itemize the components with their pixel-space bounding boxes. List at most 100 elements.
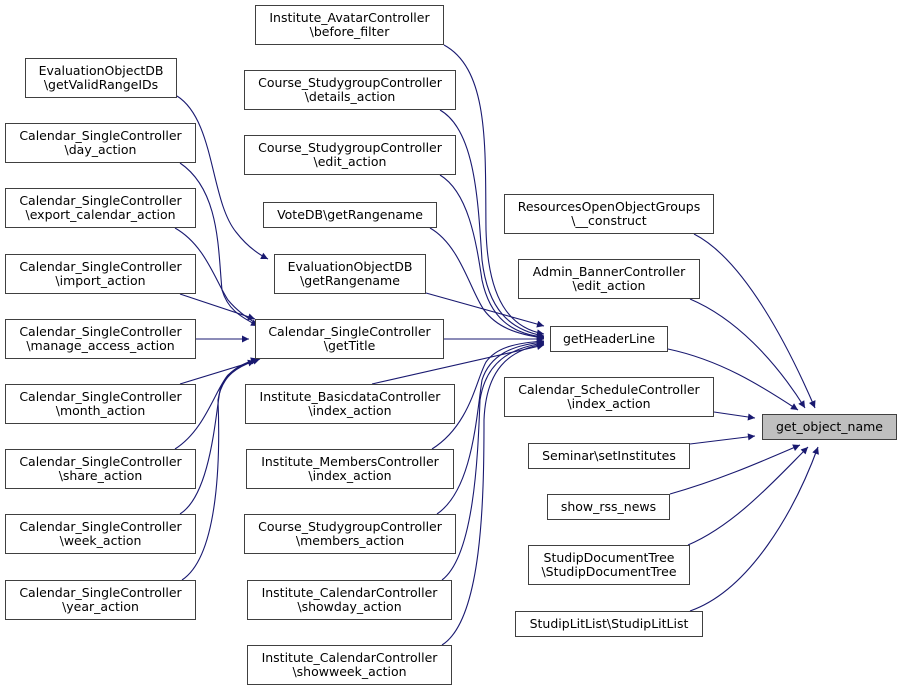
node-label-line: \showweek_action — [292, 664, 407, 679]
node-label-line: \export_calendar_action — [25, 207, 176, 222]
edge-show_rss_news-to-get_object_name — [669, 444, 801, 495]
node-inst-members-index[interactable]: Institute_MembersController\index_action — [246, 449, 454, 489]
edge-sg_details_action-to-getHeaderLine — [439, 109, 545, 339]
node-label-line: getHeaderLine — [562, 330, 656, 346]
edge-seminar_setInstitutes-to-get_object_name — [689, 433, 756, 445]
node-inst-cal-showweek[interactable]: Institute_CalendarController\showweek_ac… — [247, 645, 452, 685]
node-cal-manage-access-action[interactable]: Calendar_SingleController\manage_access_… — [5, 319, 196, 359]
node-label-line: Calendar_SingleController — [19, 323, 182, 339]
node-label-line: \StudipDocumentTree — [541, 564, 677, 579]
node-label-line: StudipDocumentTree — [543, 549, 675, 565]
edge-inst_basicdata_index-to-getHeaderLine — [371, 343, 545, 385]
node-label-line: Calendar_SingleController — [19, 518, 182, 534]
node-label-line: Institute_MembersController — [261, 453, 439, 469]
node-studip-doc-tree[interactable]: StudipDocumentTree\StudipDocumentTree — [528, 545, 690, 585]
node-label-line: \share_action — [58, 468, 143, 483]
edge-inst_cal_showday-to-getHeaderLine — [441, 340, 545, 581]
edge-studip_doc_tree-to-get_object_name — [687, 446, 809, 546]
node-label-line: \week_action — [59, 533, 142, 548]
edge-eval_getRangename-to-getHeaderLine — [425, 292, 545, 328]
node-label-line: Institute_CalendarController — [261, 649, 438, 665]
node-label-line: EvaluationObjectDB — [287, 258, 413, 274]
edge-sg_members_action-to-getHeaderLine — [436, 339, 545, 515]
node-label-line: Institute_AvatarController — [269, 9, 430, 25]
node-cal-day-action[interactable]: Calendar_SingleController\day_action — [5, 123, 196, 163]
node-label-line: VoteDB\getRangename — [277, 206, 423, 222]
node-cal-week-action[interactable]: Calendar_SingleController\week_action — [5, 514, 196, 554]
node-label-line: \__construct — [571, 213, 647, 228]
node-label-line: \year_action — [62, 599, 139, 614]
node-label-line: Calendar_SingleController — [19, 258, 182, 274]
node-label-line: \showday_action — [297, 599, 402, 614]
node-cal-getTitle[interactable]: Calendar_SingleController\getTitle — [255, 319, 444, 359]
node-label-line: Course_StudygroupController — [258, 139, 442, 155]
node-label-line: Institute_CalendarController — [261, 584, 438, 600]
node-label-line: ResourcesOpenObjectGroups — [517, 198, 701, 214]
edge-cal_schedule_index-to-get_object_name — [713, 411, 756, 421]
node-getHeaderLine[interactable]: getHeaderLine — [550, 326, 668, 352]
edge-admin_banner_edit-to-get_object_name — [689, 298, 806, 409]
node-label-line: \details_action — [304, 89, 396, 104]
node-seminar-setInstitutes[interactable]: Seminar\setInstitutes — [528, 443, 690, 469]
node-cal-import-action[interactable]: Calendar_SingleController\import_action — [5, 254, 196, 294]
node-label-line: \day_action — [64, 142, 137, 157]
edge-votedb_getRangename-to-getHeaderLine — [429, 227, 545, 341]
edge-inst_avatar_before_filter-to-getHeaderLine — [443, 44, 545, 337]
node-label-line: \month_action — [55, 403, 146, 418]
node-eval-getValidRangeIDs[interactable]: EvaluationObjectDB\getValidRangeIDs — [25, 58, 177, 98]
node-label-line: Calendar_SingleController — [19, 192, 182, 208]
node-label-line: EvaluationObjectDB — [38, 62, 164, 78]
node-inst-cal-showday[interactable]: Institute_CalendarController\showday_act… — [247, 580, 452, 620]
node-label-line: \import_action — [55, 273, 146, 288]
node-show-rss-news[interactable]: show_rss_news — [547, 494, 670, 520]
edge-cal_import_action-to-cal_getTitle — [179, 293, 256, 321]
node-sg-edit-action[interactable]: Course_StudygroupController\edit_action — [244, 135, 456, 175]
node-votedb-getRangename[interactable]: VoteDB\getRangename — [263, 202, 437, 228]
node-inst-avatar-before-filter[interactable]: Institute_AvatarController\before_filter — [255, 5, 444, 45]
node-cal-export-calendar-action[interactable]: Calendar_SingleController\export_calenda… — [5, 188, 196, 228]
edge-sg_edit_action-to-getHeaderLine — [439, 174, 545, 340]
node-label-line: Seminar\setInstitutes — [542, 447, 676, 463]
node-inst-basicdata-index[interactable]: Institute_BasicdataController\index_acti… — [245, 384, 455, 424]
node-label-line: \before_filter — [309, 24, 390, 39]
node-get-object-name[interactable]: get_object_name — [762, 414, 897, 440]
edge-eval_getValidRangeIDs-to-eval_getRangename — [176, 95, 269, 260]
node-label-line: \getTitle — [323, 338, 376, 353]
node-cal-year-action[interactable]: Calendar_SingleController\year_action — [5, 580, 196, 620]
node-label-line: get_object_name — [776, 418, 883, 434]
node-admin-banner-edit[interactable]: Admin_BannerController\edit_action — [518, 259, 700, 299]
node-eval-getRangename[interactable]: EvaluationObjectDB\getRangename — [274, 254, 426, 294]
node-label-line: Institute_BasicdataController — [259, 388, 441, 404]
node-cal-month-action[interactable]: Calendar_SingleController\month_action — [5, 384, 196, 424]
edge-getHeaderLine-to-get_object_name — [667, 348, 799, 411]
node-label-line: \edit_action — [572, 278, 646, 293]
node-studip-lit-list[interactable]: StudipLitList\StudipLitList — [515, 611, 703, 637]
edge-cal_year_action-to-cal_getTitle — [181, 357, 261, 581]
node-sg-details-action[interactable]: Course_StudygroupController\details_acti… — [244, 70, 456, 110]
node-label-line: Calendar_SingleController — [19, 388, 182, 404]
edge-inst_cal_showweek-to-getHeaderLine — [441, 341, 545, 646]
node-label-line: \edit_action — [313, 154, 387, 169]
node-label-line: Calendar_ScheduleController — [518, 381, 700, 397]
node-label-line: \index_action — [567, 396, 651, 411]
node-label-line: Admin_BannerController — [532, 263, 686, 279]
node-label-line: Calendar_SingleController — [268, 323, 431, 339]
node-label-line: \index_action — [308, 403, 392, 418]
node-sg-members-action[interactable]: Course_StudygroupController\members_acti… — [244, 514, 456, 554]
node-label-line: \index_action — [308, 468, 392, 483]
node-res-open-construct[interactable]: ResourcesOpenObjectGroups\__construct — [504, 194, 714, 234]
node-cal-schedule-index[interactable]: Calendar_ScheduleController\index_action — [504, 377, 714, 417]
node-cal-share-action[interactable]: Calendar_SingleController\share_action — [5, 449, 196, 489]
node-label-line: \members_action — [295, 533, 405, 548]
node-label-line: Course_StudygroupController — [258, 74, 442, 90]
node-label-line: \getValidRangeIDs — [43, 77, 159, 92]
edge-cal_day_action-to-cal_getTitle — [179, 162, 259, 327]
node-label-line: show_rss_news — [560, 498, 657, 514]
edge-inst_members_index-to-getHeaderLine — [431, 337, 545, 450]
node-label-line: \getRangename — [300, 273, 400, 288]
edge-res_open_construct-to-get_object_name — [693, 233, 816, 409]
node-label-line: Course_StudygroupController — [258, 518, 442, 534]
node-label-line: Calendar_SingleController — [19, 584, 182, 600]
